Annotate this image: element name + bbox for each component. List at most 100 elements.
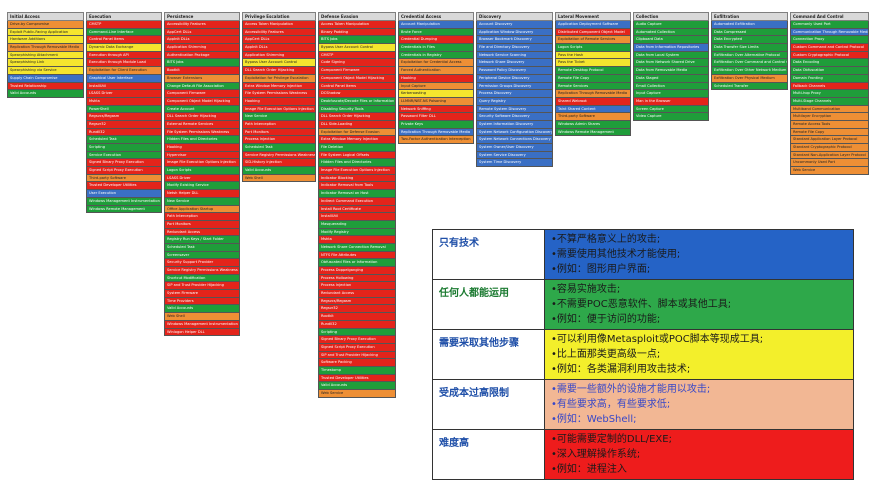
- technique-cell: Hypervisor: [164, 151, 240, 160]
- technique-cell: File and Directory Discovery: [476, 44, 553, 52]
- technique-cell: PowerShell: [86, 105, 162, 114]
- technique-cell: Account Manipulation: [398, 21, 474, 29]
- technique-cell: Network Sniffing: [398, 105, 474, 114]
- legend-bullet: •需要使用其他技术才能使用;: [551, 249, 681, 260]
- technique-cell: Regsvr32: [318, 305, 396, 314]
- technique-cell: Hooking: [164, 144, 240, 152]
- technique-cell: Fallback Channels: [790, 82, 869, 91]
- technique-cell: Time Providers: [164, 297, 240, 306]
- technique-cell: Accessibility Features: [164, 21, 240, 29]
- technique-cell: Process Discovery: [476, 90, 553, 98]
- technique-cell: Pass the Ticket: [555, 59, 631, 68]
- technique-cell: Process Doppelganging: [318, 267, 396, 275]
- technique-cell: Shortcut Modification: [164, 274, 240, 283]
- tactic-header: Credential Access: [398, 12, 474, 21]
- technique-cell: Rootkit: [318, 313, 396, 321]
- technique-cell: Control Panel Items: [86, 36, 162, 45]
- technique-cell: DLL Search Order Hijacking: [242, 67, 316, 75]
- technique-cell: Browser Bookmark Discovery: [476, 36, 553, 45]
- technique-cell: Browser Extensions: [164, 74, 240, 83]
- technique-cell: Two-Factor Authentication Interception: [398, 136, 474, 144]
- technique-cell: Account Discovery: [476, 21, 553, 29]
- technique-cell: Service Registry Permissions Weakness: [242, 151, 316, 160]
- technique-cell: Bootkit: [164, 67, 240, 75]
- technique-cell: Application Window Discovery: [476, 28, 553, 37]
- legend-row: 任何人都能运用•容易实施攻击;•不需要POC恶意软件、脚本或其他工具;•例如：便…: [433, 280, 853, 330]
- tactic-header: Lateral Movement: [555, 12, 631, 21]
- technique-cell: Access Token Manipulation: [242, 21, 316, 29]
- tactic-header: Defense Evasion: [318, 12, 396, 21]
- technique-cell: Audio Capture: [633, 21, 709, 29]
- technique-cell: Brute Force: [398, 28, 474, 37]
- tactic-header: Execution: [86, 12, 162, 21]
- technique-cell: Exploitation for Defense Evasion: [318, 128, 396, 137]
- legend-row: 难度高•可能需要定制的DLL/EXE;•深入理解操作系统;•例如：进程注入: [433, 430, 853, 479]
- technique-cell: Network Share Connection Removal: [318, 243, 396, 252]
- legend-bullet: •例如：便于访问的功能;: [551, 314, 661, 325]
- technique-cell: Standard Application Layer Protocol: [790, 136, 869, 144]
- technique-cell: Scheduled Task: [86, 136, 162, 144]
- technique-cell: Windows Management Instrumentation: [86, 197, 162, 206]
- technique-cell: Logon Scripts: [164, 167, 240, 175]
- technique-cell: New Service: [164, 197, 240, 206]
- technique-cell: Mshta: [318, 236, 396, 244]
- technique-cell: Exploitation for Credential Access: [398, 59, 474, 68]
- technique-cell: Office Application Startup: [164, 205, 240, 214]
- technique-cell: Windows Remote Management: [555, 128, 631, 137]
- technique-cell: Valid Accounts: [242, 167, 316, 175]
- legend-bullet: •比上面那类更高级一点;: [551, 349, 661, 360]
- technique-cell: Uncommonly Used Port: [790, 159, 869, 168]
- technique-cell: DLL Side-Loading: [318, 120, 396, 129]
- technique-cell: Remote File Copy: [790, 128, 869, 137]
- technique-cell: File Deletion: [318, 144, 396, 152]
- technique-cell: Extra Window Memory Injection: [242, 82, 316, 91]
- technique-cell: New Service: [242, 113, 316, 121]
- legend-bullet: •可以利用像Metasploit或POC脚本等现成工具;: [551, 334, 764, 345]
- technique-cell: Trusted Relationship: [7, 82, 84, 91]
- technique-cell: Component Firmware: [318, 67, 396, 75]
- technique-cell: Spearphishing Link: [7, 59, 84, 68]
- technique-cell: Windows Management Instrumentation Event…: [164, 320, 240, 329]
- technique-cell: Scheduled Transfer: [711, 82, 788, 91]
- technique-cell: Exploitation of Remote Services: [555, 36, 631, 45]
- technique-cell: Bypass User Account Control: [318, 44, 396, 52]
- legend-bullet: •例如：各类漏洞利用攻击技术;: [551, 364, 691, 375]
- technique-cell: Dynamic Data Exchange: [86, 44, 162, 52]
- technique-cell: LLMNR/NBT-NS Poisoning: [398, 97, 474, 106]
- technique-cell: Credentials in Files: [398, 44, 474, 52]
- technique-cell: Automated Collection: [633, 28, 709, 37]
- technique-cell: File System Logical Offsets: [318, 151, 396, 160]
- technique-cell: Signed Script Proxy Execution: [318, 343, 396, 352]
- technique-cell: Password Policy Discovery: [476, 67, 553, 75]
- legend-bullet: •需要一些额外的设施才能用以攻击;: [551, 384, 711, 395]
- technique-cell: Graphical User Interface: [86, 74, 162, 83]
- technique-cell: Standard Non-Application Layer Protocol: [790, 151, 869, 160]
- technique-cell: Rundll32: [318, 320, 396, 329]
- technique-cell: Netsh Helper DLL: [164, 190, 240, 198]
- technique-cell: Taint Shared Content: [555, 105, 631, 114]
- technique-cell: File System Permissions Weakness: [242, 90, 316, 98]
- tactic-header: Discovery: [476, 12, 553, 21]
- technique-cell: BITS Jobs: [164, 59, 240, 68]
- technique-cell: Hidden Files and Directories: [318, 159, 396, 168]
- technique-cell: Software Packing: [318, 359, 396, 367]
- technique-cell: CMSTP: [318, 51, 396, 60]
- technique-cell: Registry Run Keys / Start Folder: [164, 236, 240, 244]
- technique-cell: Private Keys: [398, 120, 474, 129]
- technique-cell: Component Object Model Hijacking: [318, 74, 396, 83]
- technique-cell: Third-party Software: [555, 113, 631, 121]
- tactic-header: Command And Control: [790, 12, 869, 21]
- technique-cell: InstallUtil: [318, 213, 396, 221]
- technique-cell: AppCert DLLs: [242, 36, 316, 45]
- technique-cell: Valid Accounts: [318, 382, 396, 390]
- technique-cell: SIP and Trust Provider Hijacking: [318, 351, 396, 360]
- technique-cell: Data Encrypted: [711, 36, 788, 45]
- technique-cell: Multiband Communication: [790, 105, 869, 114]
- technique-cell: Trusted Developer Utilities: [86, 182, 162, 191]
- technique-cell: Shared Webroot: [555, 97, 631, 106]
- technique-cell: Forced Authentication: [398, 67, 474, 75]
- technique-cell: Data Obfuscation: [790, 67, 869, 75]
